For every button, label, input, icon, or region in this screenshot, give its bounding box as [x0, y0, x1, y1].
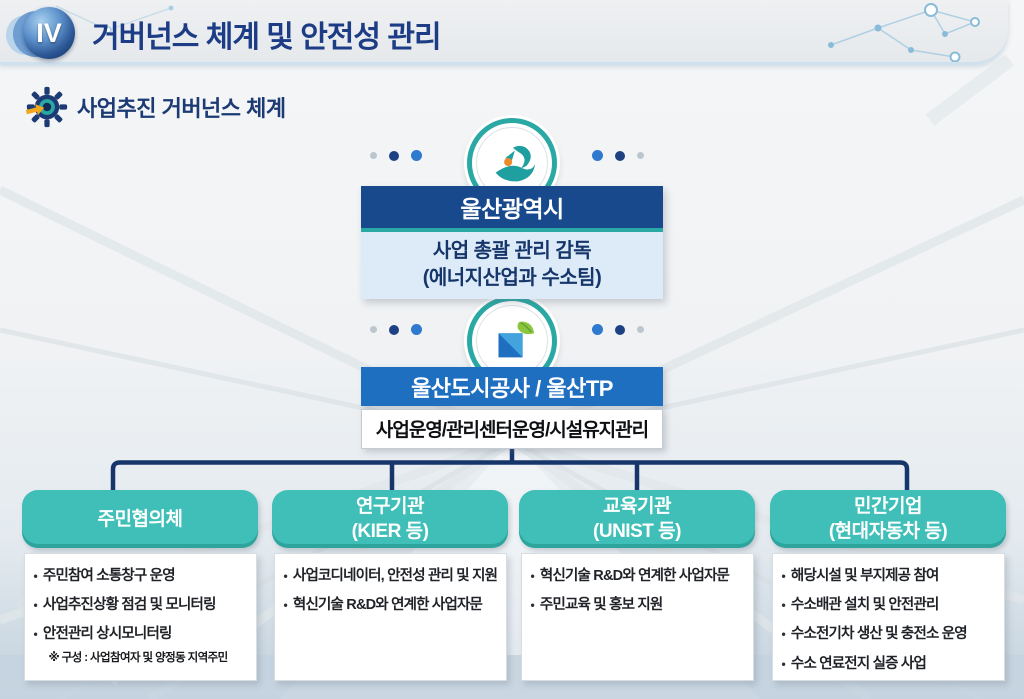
- bullet-text: 사업추진상황 점검 및 모니터링: [42, 597, 217, 614]
- group-items: • 주민참여 소통창구 운영 • 사업추진상황 점검 및 모니터링 • 안전관리 상시모니…: [23, 553, 257, 681]
- bullet-item: • 사업코디네이터, 안전성 관리 및 지원: [284, 567, 502, 586]
- group-title-line2: (UNIST 등): [593, 521, 681, 542]
- bullet-text: 혁신기술 R&D와 연계한 사업자문: [292, 597, 483, 614]
- group-box: 주민협의체 • 주민참여 소통창구 운영 • 사업추진상황 점검 및 모니터링 • 안전관…: [22, 490, 258, 681]
- bullet-text: 수소 연료전지 실증 사업: [790, 655, 927, 672]
- section-label: 사업추진 거버넌스 체계: [26, 86, 286, 128]
- top-org-role-line2: (에너지산업과 수소팀): [422, 267, 602, 289]
- bullet-dot: •: [283, 569, 288, 583]
- network-decoration-left-icon: [55, 5, 174, 34]
- bullet-text: 안전관리 상시모니터링: [42, 626, 172, 643]
- bullet-text: 주민참여 소통창구 운영: [42, 568, 176, 584]
- bullet-dot: •: [33, 598, 38, 613]
- group-box: 연구기관 (KIER 등) • 사업코디네이터, 안전성 관리 및 지원 • 혁신기술…: [272, 490, 508, 681]
- group-box: 민간기업 (현대자동차 등) • 해당시설 및 부지제공 참여 • 수소배관 설치 및…: [770, 490, 1006, 681]
- group-items: • 사업코디네이터, 안전성 관리 및 지원 • 혁신기술 R&D와 연계한 사업자문: [273, 553, 507, 681]
- bullet-dot: •: [781, 598, 786, 613]
- top-org-name: 울산광역시: [361, 186, 663, 228]
- top-org-box: 울산광역시 사업 총괄 관리 감독 (에너지산업과 수소팀): [361, 186, 663, 299]
- bullet-text: 사업코디네이터, 안전성 관리 및 지원: [292, 568, 498, 584]
- bullet-item: • 주민교육 및 홍보 지원: [531, 596, 749, 615]
- page-title: 거버넌스 체계 및 안전성 관리: [92, 21, 442, 54]
- ulsan-city-bird-icon: [495, 145, 536, 182]
- bullet-text: 혁신기술 R&D와 연계한 사업자문: [539, 568, 730, 584]
- bullet-item: • 혁신기술 R&D와 연계한 사업자문: [284, 596, 502, 615]
- dots-decoration: [370, 150, 422, 161]
- group-title-line2: (현대자동차 등): [828, 521, 948, 542]
- group-items: • 혁신기술 R&D와 연계한 사업자문 • 주민교육 및 홍보 지원: [520, 553, 754, 681]
- section-number-badge: IV: [6, 3, 90, 61]
- bullet-item: • 수소배관 설치 및 안전관리: [782, 596, 1000, 615]
- bullet-item: • 안전관리 상시모니터링: [34, 625, 252, 644]
- bullet-item: • 수소전기차 생산 및 충전소 운영: [782, 625, 1000, 644]
- mid-org-box: 울산도시공사 / 울산TP 사업운영/관리센터운영/시설유지관리: [361, 367, 663, 449]
- composition-note: ※ 구성 : 사업참여자 및 양정동 지역주민: [48, 651, 229, 664]
- bullet-dot: •: [781, 569, 786, 583]
- group-title-line1: 주민협의체: [97, 508, 183, 530]
- bullet-dot: •: [781, 656, 786, 671]
- mid-org-role: 사업운영/관리센터운영/시설유지관리: [361, 409, 663, 449]
- dots-decoration: [592, 324, 644, 335]
- bullet-dot: •: [530, 569, 535, 583]
- ulsan-corporation-leaf-icon: [498, 321, 535, 358]
- teal-divider: [361, 228, 663, 232]
- bullet-dot: •: [283, 598, 288, 613]
- group-title-line2: (KIER 등): [351, 521, 429, 542]
- bullet-item: • 사업추진상황 점검 및 모니터링: [34, 596, 252, 615]
- group-title-line1: 연구기관: [356, 496, 424, 517]
- group-title-line1: 교육기관: [603, 496, 671, 517]
- gear-icon: [26, 86, 68, 128]
- bullet-dot: •: [33, 627, 38, 642]
- bullet-item: • 수소 연료전지 실증 사업: [782, 655, 1000, 674]
- bullet-text: 수소배관 설치 및 안전관리: [790, 597, 939, 614]
- group-title: 교육기관 (UNIST 등): [519, 490, 755, 548]
- group-box: 교육기관 (UNIST 등) • 혁신기술 R&D와 연계한 사업자문 • 주민교육 …: [519, 490, 755, 681]
- group-title: 주민협의체: [22, 490, 258, 548]
- bullet-text: 주민교육 및 홍보 지원: [539, 597, 663, 614]
- dots-decoration: [592, 150, 644, 161]
- group-items: • 해당시설 및 부지제공 참여 • 수소배관 설치 및 안전관리 • 수소전기차 생산 …: [771, 553, 1005, 681]
- top-org-role: 사업 총괄 관리 감독 (에너지산업과 수소팀): [361, 232, 663, 299]
- header-bar: [0, 0, 1008, 65]
- bullet-dot: •: [530, 598, 535, 613]
- bullet-item: • 주민참여 소통창구 운영: [34, 567, 252, 586]
- badge-sphere: IV: [23, 7, 75, 59]
- group-title: 연구기관 (KIER 등): [272, 490, 508, 548]
- network-decoration-icon: [828, 3, 980, 62]
- dots-decoration: [370, 324, 422, 335]
- mid-org-name: 울산도시공사 / 울산TP: [361, 367, 663, 406]
- bullet-item: • 혁신기술 R&D와 연계한 사업자문: [531, 567, 749, 586]
- bullet-text: 해당시설 및 부지제공 참여: [790, 568, 939, 584]
- bullet-text: 수소전기차 생산 및 충전소 운영: [790, 626, 968, 643]
- group-title: 민간기업 (현대자동차 등): [770, 490, 1006, 548]
- group-title-line1: 민간기업: [854, 496, 922, 517]
- top-org-role-line1: 사업 총괄 관리 감독: [432, 240, 592, 262]
- section-title: 사업추진 거버넌스 체계: [77, 96, 286, 121]
- bullet-dot: •: [33, 569, 38, 583]
- bullet-item: • 해당시설 및 부지제공 참여: [782, 567, 1000, 586]
- bullet-dot: •: [781, 627, 786, 642]
